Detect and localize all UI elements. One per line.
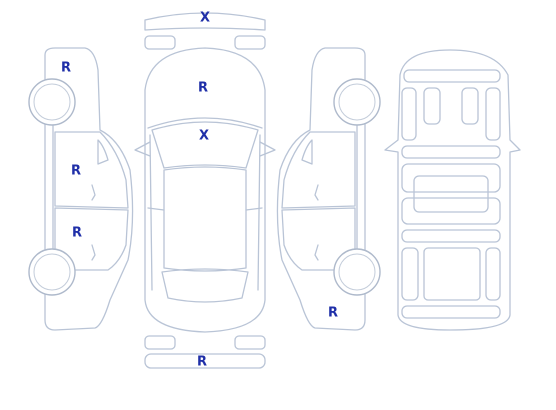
right-rear-rim: [338, 253, 376, 291]
interior-right-front-pillar[interactable]: [485, 87, 501, 141]
right-front-wheel[interactable]: [333, 78, 381, 126]
right-side-body[interactable]: [276, 47, 366, 331]
right-mirror-side: [301, 139, 313, 165]
interior-body-outline[interactable]: [384, 49, 521, 331]
mark-right-rear-quarter[interactable]: R: [328, 306, 338, 321]
front-bumper-group: [144, 12, 266, 50]
right-mirror[interactable]: [259, 141, 276, 157]
interior-left-seat[interactable]: [423, 87, 441, 125]
right-side-line: [257, 134, 261, 291]
right-front-handle[interactable]: [314, 184, 319, 201]
left-mirror[interactable]: [134, 141, 151, 157]
right-rear-door-panel[interactable]: [281, 207, 356, 271]
interior-left-front-pillar[interactable]: [401, 87, 417, 141]
left-rear-handle[interactable]: [91, 244, 96, 261]
left-side-view: [28, 47, 134, 331]
right-front-rim: [338, 83, 376, 121]
hood-edge: [147, 117, 263, 129]
mark-left-front-fender[interactable]: R: [61, 61, 71, 76]
right-side-view: [276, 47, 381, 331]
front-right-light[interactable]: [234, 35, 266, 50]
interior-rear-bar[interactable]: [401, 305, 501, 319]
interior-right-rear-panel[interactable]: [485, 247, 501, 301]
interior-front-floor[interactable]: [401, 163, 501, 193]
top-view-body[interactable]: [144, 47, 266, 333]
left-front-door-panel[interactable]: [54, 131, 129, 209]
left-rear-rim: [33, 253, 71, 291]
rear-bumper-group: [144, 335, 266, 369]
front-left-light[interactable]: [144, 35, 176, 50]
rear-right-light[interactable]: [234, 335, 266, 350]
left-side-line: [149, 134, 153, 291]
rear-bumper-panel[interactable]: [144, 353, 266, 369]
interior-view: [384, 49, 521, 331]
left-front-wheel[interactable]: [28, 78, 76, 126]
right-rear-wheel[interactable]: [333, 248, 381, 296]
interior-left-rear-panel[interactable]: [401, 247, 419, 301]
windshield-panel[interactable]: [151, 121, 259, 169]
roof-panel[interactable]: [163, 166, 247, 272]
mark-windshield[interactable]: X: [199, 129, 209, 144]
mark-hood[interactable]: R: [198, 81, 208, 96]
left-mirror-side: [97, 139, 109, 165]
left-front-rim: [33, 83, 71, 121]
right-rear-handle[interactable]: [314, 244, 319, 261]
interior-console[interactable]: [413, 175, 489, 213]
interior-dash-top[interactable]: [403, 69, 501, 83]
interior-trunk-floor[interactable]: [423, 247, 481, 301]
left-side-body[interactable]: [44, 47, 134, 331]
rear-window[interactable]: [161, 268, 249, 303]
mark-roof-top[interactable]: X: [200, 11, 210, 26]
left-front-handle[interactable]: [91, 184, 96, 201]
mark-left-rear-door[interactable]: R: [72, 226, 82, 241]
right-front-door-panel[interactable]: [281, 131, 356, 209]
front-bumper-panel[interactable]: [144, 12, 266, 31]
left-door-seam: [147, 207, 165, 211]
rear-left-light[interactable]: [144, 335, 176, 350]
mark-rear-bumper[interactable]: R: [197, 355, 207, 370]
interior-bar-1[interactable]: [401, 145, 501, 159]
interior-rear-floor[interactable]: [401, 197, 501, 225]
left-rear-wheel[interactable]: [28, 248, 76, 296]
interior-bar-2[interactable]: [401, 229, 501, 243]
left-rear-door-panel[interactable]: [54, 207, 129, 271]
right-door-seam: [245, 207, 263, 211]
damage-marks: X R R X R R R R: [61, 11, 338, 370]
top-view-car: [134, 47, 276, 333]
interior-right-seat[interactable]: [461, 87, 479, 125]
mark-left-front-door[interactable]: R: [71, 164, 81, 179]
